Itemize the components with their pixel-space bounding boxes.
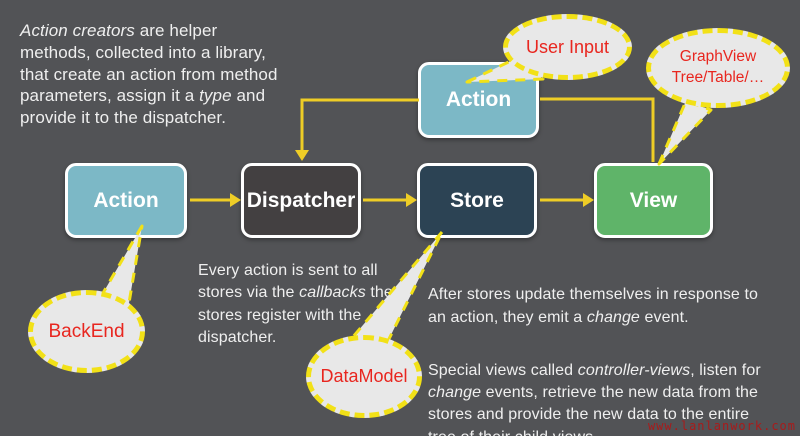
box-action-left: Action — [65, 163, 187, 238]
box-dispatcher: Dispatcher — [241, 163, 361, 238]
bubble-graphview-line2: Tree/Table/… — [671, 69, 765, 86]
box-dispatcher-label: Dispatcher — [246, 188, 356, 212]
arrowhead-into-dispatcher-icon — [230, 193, 241, 207]
note-after-stores: After stores update themselves in respon… — [428, 286, 759, 326]
note-action-creators: Action creators are helper methods, coll… — [20, 21, 278, 127]
note-every-action: Every action is sent to all stores via t… — [198, 262, 393, 347]
bubble-datamodel: DataModel — [306, 335, 422, 418]
note-stores-views: After stores update themselves in respon… — [428, 262, 800, 436]
bubble-backend: BackEnd — [28, 290, 145, 373]
box-action-left-label: Action — [93, 188, 159, 212]
box-view-label: View — [629, 188, 678, 212]
box-store: Store — [417, 163, 537, 238]
bubble-backend-label: BackEnd — [48, 320, 125, 342]
box-view: View — [594, 163, 713, 238]
box-store-label: Store — [450, 188, 504, 212]
bubble-tail-graphview — [657, 99, 713, 166]
arrowhead-into-store-icon — [406, 193, 417, 207]
bubble-user-input-label: User Input — [525, 36, 610, 57]
box-action-top-label: Action — [445, 88, 512, 111]
connector-view-to-action-top — [540, 97, 655, 162]
note-special-views: Special views called controller-views, l… — [428, 361, 761, 436]
bubble-graphview-line1: GraphView — [679, 48, 757, 66]
bubble-datamodel-label: DataModel — [320, 366, 408, 386]
watermark-url: www.lanlanwork.com — [647, 419, 796, 433]
bubble-user-input: User Input — [503, 14, 632, 80]
box-action-top: Action — [418, 62, 539, 138]
bubble-graphview: GraphView Tree/Table/… — [646, 28, 790, 108]
arrowhead-into-view-icon — [583, 193, 594, 207]
arrowhead-down-into-dispatcher-icon — [295, 150, 309, 161]
